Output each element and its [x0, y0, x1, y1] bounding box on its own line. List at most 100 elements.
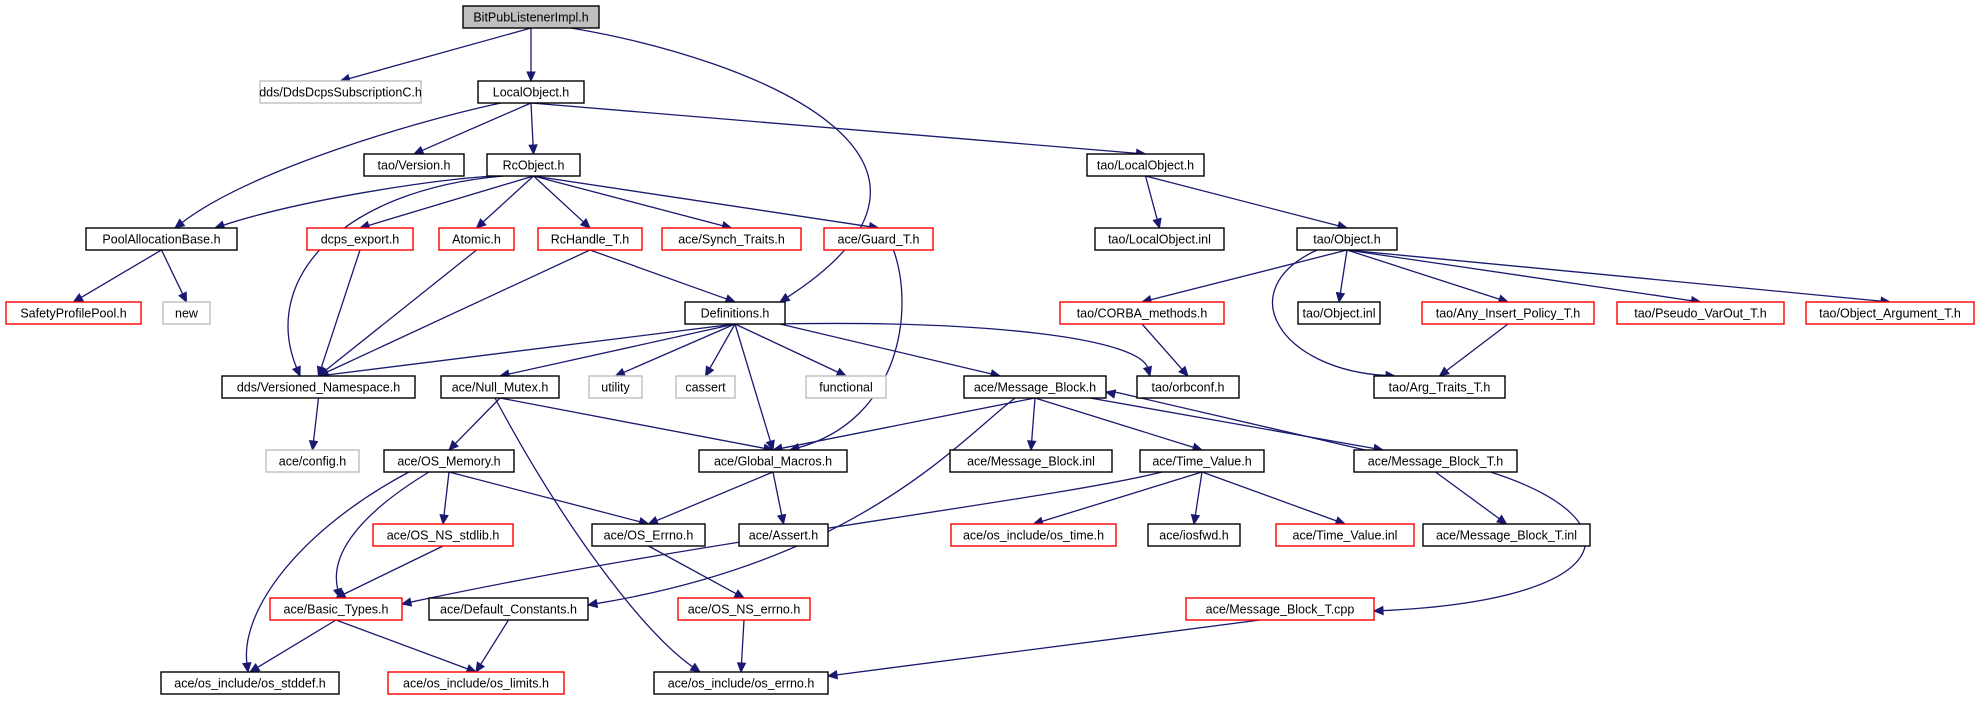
edge-msgblockTcpp-to-oserrnoh — [826, 619, 1261, 680]
node-osmem[interactable]: ace/OS_Memory.h — [383, 449, 515, 473]
node-pseudo[interactable]: tao/Pseudo_VarOut_T.h — [1616, 301, 1785, 325]
node-oslimits[interactable]: ace/os_include/os_limits.h — [387, 671, 565, 695]
edge-line — [779, 323, 993, 375]
edge-basictypes-to-osstddef — [248, 619, 337, 673]
edge-arrowhead — [1372, 605, 1384, 616]
node-label: LocalObject.h — [493, 86, 569, 100]
node-label: BitPubListenerImpl.h — [473, 11, 588, 25]
dependency-edges — [72, 27, 1892, 680]
edge-line — [1339, 249, 1348, 295]
node-config[interactable]: ace/config.h — [265, 449, 360, 473]
node-functional[interactable]: functional — [805, 375, 887, 399]
edge-line — [1346, 249, 1501, 301]
node-box — [963, 375, 1107, 399]
edge-guard-to-globmac — [788, 249, 903, 453]
node-label: ace/Global_Macros.h — [714, 455, 832, 469]
edge-arrowhead — [586, 598, 599, 609]
node-synch[interactable]: ace/Synch_Traits.h — [661, 227, 802, 251]
node-defs[interactable]: Definitions.h — [684, 301, 786, 325]
edge-corba-to-orbconf — [1141, 323, 1189, 377]
node-box — [1185, 597, 1375, 621]
node-safety[interactable]: SafetyProfilePool.h — [5, 301, 142, 325]
edge-line — [479, 619, 510, 666]
edge-bitpub-to-ddscs — [339, 27, 532, 84]
node-box — [486, 153, 581, 177]
node-orbconf[interactable]: tao/orbconf.h — [1136, 375, 1240, 399]
edge-osnsstd-to-basictypes — [334, 545, 444, 599]
node-label: tao/Any_Insert_Policy_T.h — [1436, 307, 1581, 321]
node-timeval[interactable]: ace/Time_Value.h — [1139, 449, 1265, 473]
node-ostime[interactable]: ace/os_include/os_time.h — [950, 523, 1117, 547]
edge-line — [499, 397, 766, 450]
edge-line — [1141, 323, 1184, 371]
node-atomic[interactable]: Atomic.h — [438, 227, 515, 251]
node-box — [221, 375, 416, 399]
node-pool[interactable]: PoolAllocationBase.h — [85, 227, 238, 251]
edge-dcps-to-verns — [316, 249, 361, 378]
node-basictypes[interactable]: ace/Basic_Types.h — [269, 597, 403, 621]
node-label: Atomic.h — [452, 233, 501, 247]
node-objarg[interactable]: tao/Object_Argument_T.h — [1805, 301, 1975, 325]
node-msgblockTinl[interactable]: ace/Message_Block_T.inl — [1422, 523, 1591, 547]
edge-taoobj-to-pseudo — [1346, 249, 1702, 306]
node-taover[interactable]: tao/Version.h — [363, 153, 465, 177]
node-box — [1616, 301, 1785, 325]
edge-arrowhead — [1496, 514, 1508, 525]
node-osstddef[interactable]: ace/os_include/os_stddef.h — [160, 671, 340, 695]
node-oserrnoh[interactable]: ace/os_include/os_errno.h — [653, 671, 829, 695]
edge-timeval-to-iosfwd — [1190, 471, 1203, 526]
node-taoobj[interactable]: tao/Object.h — [1296, 227, 1398, 251]
node-iosfwd[interactable]: ace/iosfwd.h — [1147, 523, 1241, 547]
node-globmac[interactable]: ace/Global_Macros.h — [698, 449, 848, 473]
node-cassert[interactable]: cassert — [675, 375, 736, 399]
edge-bitpub-to-defs — [570, 27, 871, 303]
node-dcps[interactable]: dcps_export.h — [306, 227, 414, 251]
edge-line — [443, 471, 450, 517]
edge-pool-to-new — [160, 249, 188, 304]
node-msgblockinl[interactable]: ace/Message_Block.inl — [949, 449, 1113, 473]
node-msgblockTcpp[interactable]: ace/Message_Block_T.cpp — [1185, 597, 1375, 621]
node-box — [1059, 301, 1225, 325]
node-msgblock[interactable]: ace/Message_Block.h — [963, 375, 1107, 399]
node-msgblockT[interactable]: ace/Message_Block_T.h — [1353, 449, 1518, 473]
node-box — [1275, 523, 1415, 547]
node-oserrno[interactable]: ace/OS_Errno.h — [591, 523, 706, 547]
node-anyins[interactable]: tao/Any_Insert_Policy_T.h — [1421, 301, 1595, 325]
node-new[interactable]: new — [162, 301, 211, 325]
node-box — [269, 597, 403, 621]
node-box — [591, 523, 706, 547]
node-assert[interactable]: ace/Assert.h — [738, 523, 829, 547]
node-corba[interactable]: tao/CORBA_methods.h — [1059, 301, 1225, 325]
node-rchandle[interactable]: RcHandle_T.h — [537, 227, 643, 251]
node-ddscs[interactable]: dds/DdsDcpsSubscriptionC.h — [259, 80, 422, 104]
node-label: ace/Time_Value.h — [1152, 455, 1251, 469]
node-timevalinl[interactable]: ace/Time_Value.inl — [1275, 523, 1415, 547]
node-localobj[interactable]: LocalObject.h — [477, 80, 585, 104]
node-box — [588, 375, 643, 399]
node-verns[interactable]: dds/Versioned_Namespace.h — [221, 375, 416, 399]
edge-arrowhead — [778, 292, 791, 303]
node-osnserrno[interactable]: ace/OS_NS_errno.h — [677, 597, 811, 621]
node-rcobj[interactable]: RcObject.h — [486, 153, 581, 177]
node-taolocalinl[interactable]: tao/LocalObject.inl — [1094, 227, 1225, 251]
edge-msgblockT-to-msgblockTcpp — [1372, 471, 1587, 616]
edge-line — [421, 102, 532, 152]
node-box — [805, 375, 887, 399]
node-taolocal[interactable]: tao/LocalObject.h — [1086, 153, 1205, 177]
edge-line — [1272, 249, 1388, 377]
edge-msgblock-to-timeval — [1034, 397, 1204, 452]
node-objinl[interactable]: tao/Object.inl — [1297, 301, 1381, 325]
edge-arrowhead — [736, 662, 747, 674]
edge-msgblock-to-defconst — [586, 397, 1016, 609]
node-osnsstd[interactable]: ace/OS_NS_stdlib.h — [372, 523, 514, 547]
edge-line — [1445, 323, 1509, 372]
node-nullmutex[interactable]: ace/Null_Mutex.h — [440, 375, 560, 399]
node-box — [1296, 227, 1398, 251]
edge-line — [1114, 391, 1366, 451]
edge-line — [1435, 471, 1501, 520]
node-defconst[interactable]: ace/Default_Constants.h — [428, 597, 589, 621]
node-argtraits[interactable]: tao/Arg_Traits_T.h — [1373, 375, 1506, 399]
node-utility[interactable]: utility — [588, 375, 643, 399]
node-guard[interactable]: ace/Guard_T.h — [823, 227, 934, 251]
edge-line — [245, 471, 410, 665]
